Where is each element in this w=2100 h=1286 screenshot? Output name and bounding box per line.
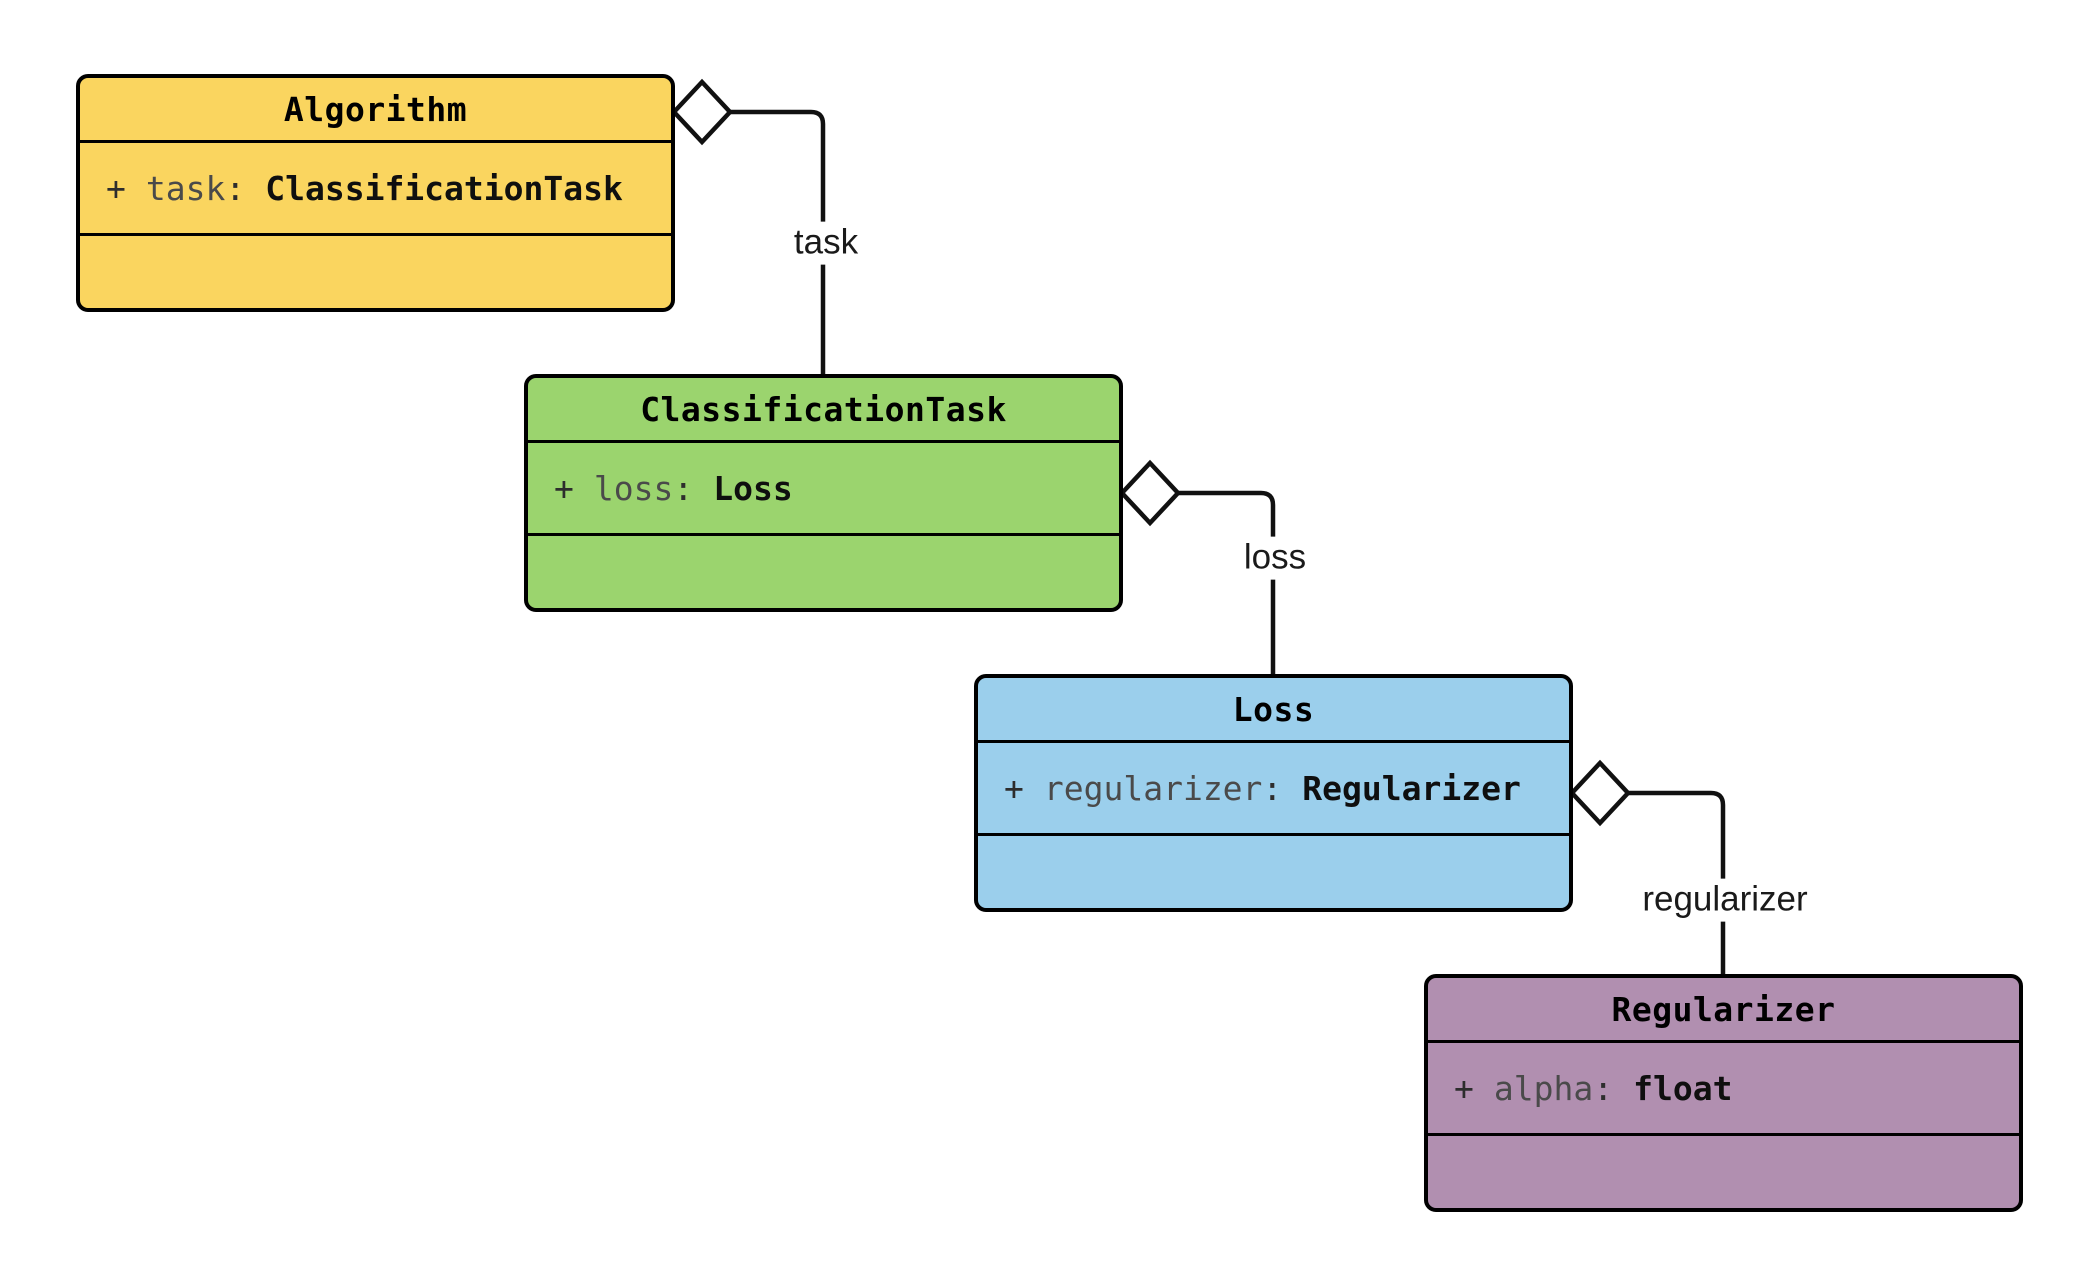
attribute-name: regularizer <box>1043 768 1263 808</box>
class-box-loss[interactable]: Loss + regularizer : Regularizer <box>974 674 1573 912</box>
attribute-visibility: + <box>1454 1068 1474 1108</box>
attribute-colon: : <box>1593 1068 1614 1108</box>
attribute-row: + loss : Loss <box>528 443 1119 536</box>
relation-label-regularizer: regularizer <box>1633 878 1817 922</box>
empty-compartment <box>978 836 1569 908</box>
empty-compartment <box>528 536 1119 608</box>
connector-line-loss <box>1178 490 1276 680</box>
class-box-regularizer[interactable]: Regularizer + alpha : float <box>1424 974 2023 1212</box>
attribute-row: + alpha : float <box>1428 1043 2019 1136</box>
attribute-row: + regularizer : Regularizer <box>978 743 1569 836</box>
attribute-name: task <box>145 168 226 208</box>
empty-compartment <box>1428 1136 2019 1208</box>
attribute-type: Loss <box>713 468 793 508</box>
aggregation-diamond-icon <box>670 78 734 146</box>
attribute-name: loss <box>593 468 674 508</box>
aggregation-diamond-icon <box>1568 759 1632 827</box>
class-box-classificationtask[interactable]: ClassificationTask + loss : Loss <box>524 374 1123 612</box>
class-box-algorithm[interactable]: Algorithm + task : ClassificationTask <box>76 74 675 312</box>
attribute-type: Regularizer <box>1302 768 1521 808</box>
attribute-visibility: + <box>1004 768 1024 808</box>
attribute-type: float <box>1633 1068 1733 1108</box>
class-title: ClassificationTask <box>528 378 1119 443</box>
aggregation-diamond-icon <box>1118 459 1182 527</box>
attribute-visibility: + <box>554 468 574 508</box>
attribute-colon: : <box>1262 768 1283 808</box>
attribute-row: + task : ClassificationTask <box>80 143 671 236</box>
class-title: Loss <box>978 678 1569 743</box>
relation-label-loss: loss <box>1234 536 1316 580</box>
attribute-visibility: + <box>106 168 126 208</box>
attribute-name: alpha <box>1493 1068 1594 1108</box>
empty-compartment <box>80 236 671 308</box>
class-title: Algorithm <box>80 78 671 143</box>
attribute-type: ClassificationTask <box>265 168 623 208</box>
relation-label-task: task <box>784 221 868 265</box>
attribute-colon: : <box>225 168 246 208</box>
attribute-colon: : <box>673 468 694 508</box>
class-title: Regularizer <box>1428 978 2019 1043</box>
